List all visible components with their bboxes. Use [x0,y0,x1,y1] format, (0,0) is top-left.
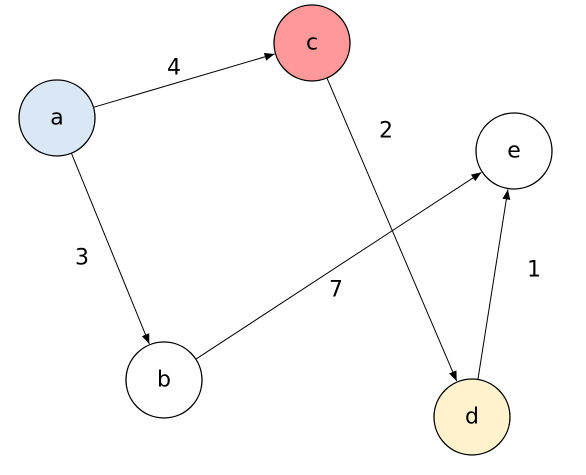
edge-weight-b-e: 7 [329,278,343,303]
node-circle-c [273,4,351,82]
edge-weight-d-e: 1 [527,258,541,283]
node-label-a: a [50,106,63,131]
edge-weight-a-b: 3 [75,246,89,271]
edge-weight-c-d: 2 [379,119,393,144]
node-circle-d [433,378,511,456]
node-circle-a [18,79,96,157]
node-label-e: e [507,139,521,164]
node-c: c [273,4,351,82]
edge-weight-a-c: 4 [167,56,181,81]
node-e: e [475,112,553,190]
edges-layer: 4 3 2 7 1 [70,52,541,382]
node-circle-e [475,112,553,190]
node-circle-b [125,341,203,419]
node-label-d: d [465,405,479,430]
edge-b-e [195,171,482,360]
edge-a-c [93,52,275,108]
edge-d-e [477,189,511,380]
edge-a-b [70,153,150,345]
edge-c-d [326,77,458,382]
node-label-b: b [157,368,171,393]
nodes-layer: a c e b d [18,4,553,456]
node-b: b [125,341,203,419]
node-a: a [18,79,96,157]
node-label-c: c [306,31,318,56]
node-d: d [433,378,511,456]
